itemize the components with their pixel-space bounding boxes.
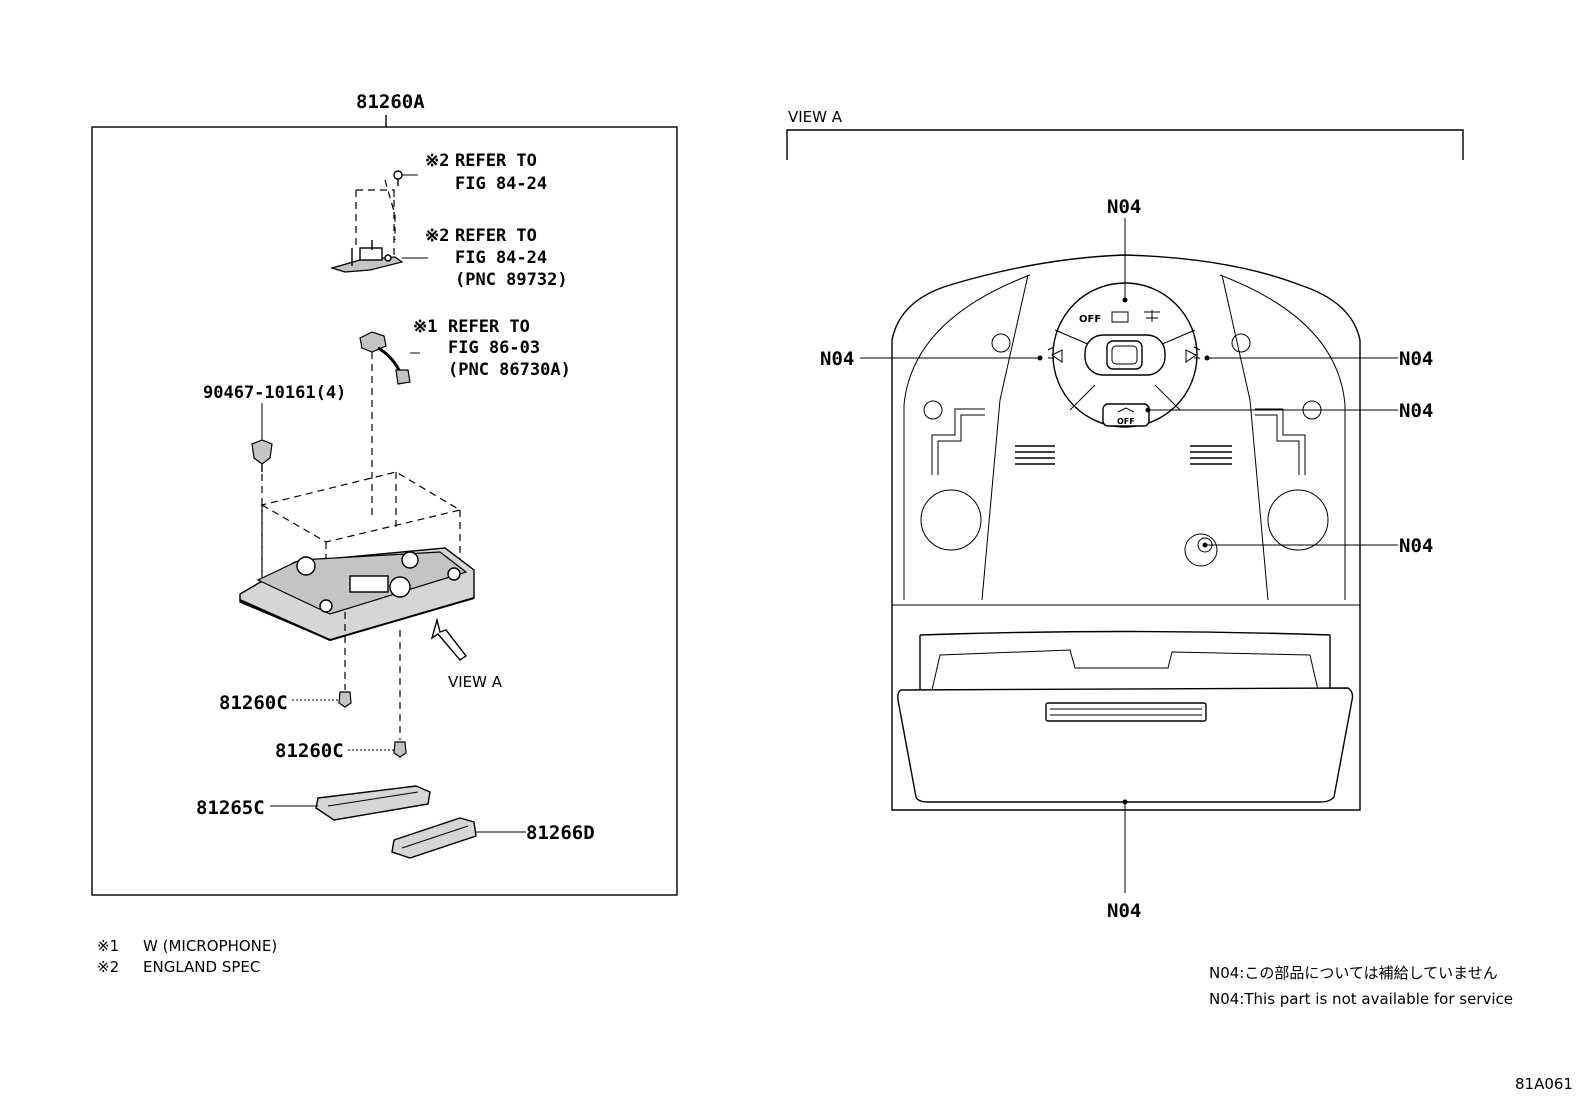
ref-2-line1: REFER TO [455, 226, 537, 246]
clip-label: 90467-10161(4) [203, 383, 346, 403]
footnote-2-mark: ※2 [97, 958, 119, 976]
ref-1-line2: FIG 84-24 [455, 174, 547, 194]
screw-part [393, 170, 403, 186]
view-a-bracket [786, 129, 1464, 160]
switch-off-text: OFF [1079, 314, 1101, 325]
bulb-part-2 [393, 741, 407, 758]
footnotes: ※1 W (MICROPHONE) ※2 ENGLAND SPEC [97, 937, 277, 976]
footnote-1-mark: ※1 [97, 937, 119, 955]
ref-2-line2: FIG 84-24 [455, 248, 547, 268]
bulb-part-1 [338, 691, 352, 708]
button-off-text: OFF [1117, 417, 1135, 426]
clip-part [251, 439, 273, 472]
ref-mark-3: ※1 [413, 317, 437, 337]
assembly-frame [91, 126, 678, 896]
left-exploded-view: 81260A [91, 91, 678, 896]
n04-label-bottom: N04 [1107, 900, 1141, 922]
view-a-panel: VIEW A [786, 108, 1464, 922]
n04-label-left: N04 [820, 348, 854, 370]
part-label-81265c: 81265C [196, 797, 265, 819]
sunglass-holder [897, 630, 1354, 803]
ref-3-line2: FIG 86-03 [448, 338, 540, 358]
bracket-part [329, 240, 404, 273]
part-label-81260c-1: 81260C [219, 692, 288, 714]
note-english: N04:This part is not available for servi… [1209, 990, 1513, 1008]
n04-label-right-3: N04 [1399, 535, 1433, 557]
view-a-arrow [430, 617, 468, 661]
part-label-81266d: 81266D [526, 822, 595, 844]
ref-mark-2: ※2 [425, 226, 449, 246]
ref-mark-1: ※2 [425, 151, 449, 171]
ref-1-line1: REFER TO [455, 151, 537, 171]
console-base-part [239, 547, 475, 642]
view-a-title: VIEW A [788, 108, 843, 126]
vent-left [1015, 445, 1055, 465]
microphone-part [359, 331, 411, 385]
lens-part-81265c [315, 785, 431, 821]
assembly-label: 81260A [356, 91, 425, 113]
figure-id: 81A061 [1515, 1075, 1573, 1093]
n04-label-right-2: N04 [1399, 400, 1433, 422]
vent-right [1190, 445, 1232, 465]
lens-part-81266d [391, 817, 477, 859]
ref-3-line1: REFER TO [448, 317, 530, 337]
sensor-knob [1184, 533, 1218, 567]
ref-3-line3: (PNC 86730A) [448, 360, 571, 380]
part-label-81260c-2: 81260C [275, 740, 344, 762]
footnote-2-text: ENGLAND SPEC [143, 958, 260, 976]
ref-2-line3: (PNC 89732) [455, 270, 568, 290]
n04-label-right-1: N04 [1399, 348, 1433, 370]
view-a-arrow-label: VIEW A [448, 673, 503, 691]
footnote-1-text: W (MICROPHONE) [143, 937, 277, 955]
n04-label-top: N04 [1107, 196, 1141, 218]
map-light-switch: OFF OFF [1047, 282, 1201, 428]
note-japanese: N04:この部品については補給していません [1209, 964, 1498, 982]
